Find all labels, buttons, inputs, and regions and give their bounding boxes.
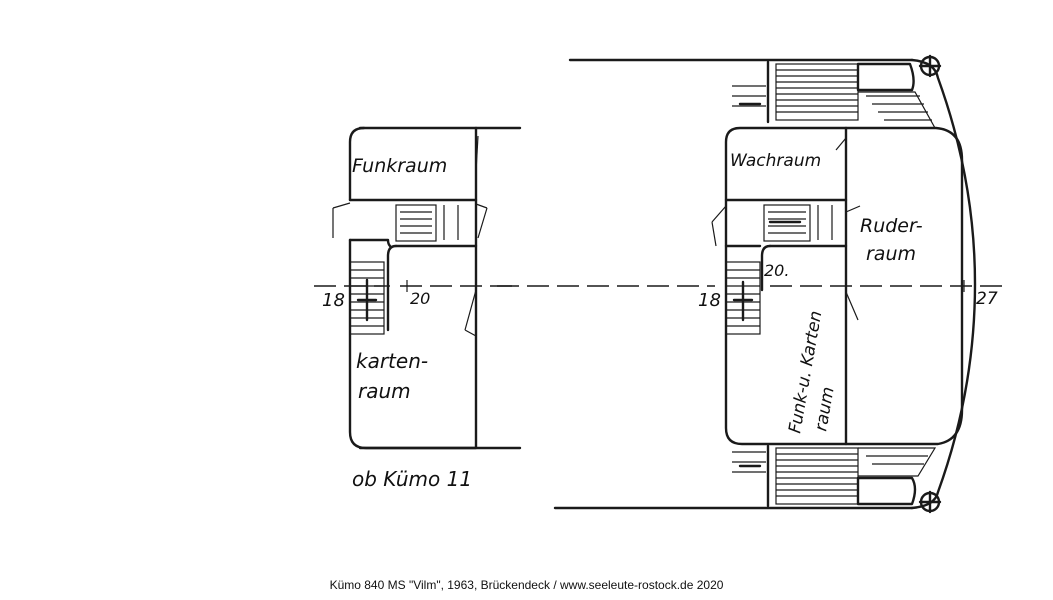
label-wachraum: Wachraum [730, 151, 821, 171]
frame-label-20-left: 20 [410, 289, 430, 308]
label-kartenraum-2: raum [358, 379, 411, 403]
subtitle-left: ob Kümo 11 [352, 467, 472, 491]
frame-label-18-left: 18 [322, 290, 345, 311]
frame-label-18-right: 18 [698, 290, 721, 311]
left-labels: Funkraum karten- raum 18 20 ob Kümo 11 [322, 155, 472, 491]
image-caption: Kümo 840 MS "Vilm", 1963, Brückendeck / … [329, 578, 724, 592]
label-ruderraum-2: raum [866, 243, 916, 265]
right-plan [497, 54, 1010, 514]
frame-label-27-right: 27 [976, 289, 998, 309]
frame-label-20-right: 20. [764, 261, 789, 280]
left-plan [314, 126, 522, 450]
label-funk-karten-2: raum [811, 385, 838, 433]
label-ruderraum-1: Ruder- [860, 215, 923, 237]
label-kartenraum-1: karten- [356, 349, 428, 373]
label-funkraum: Funkraum [352, 155, 447, 177]
